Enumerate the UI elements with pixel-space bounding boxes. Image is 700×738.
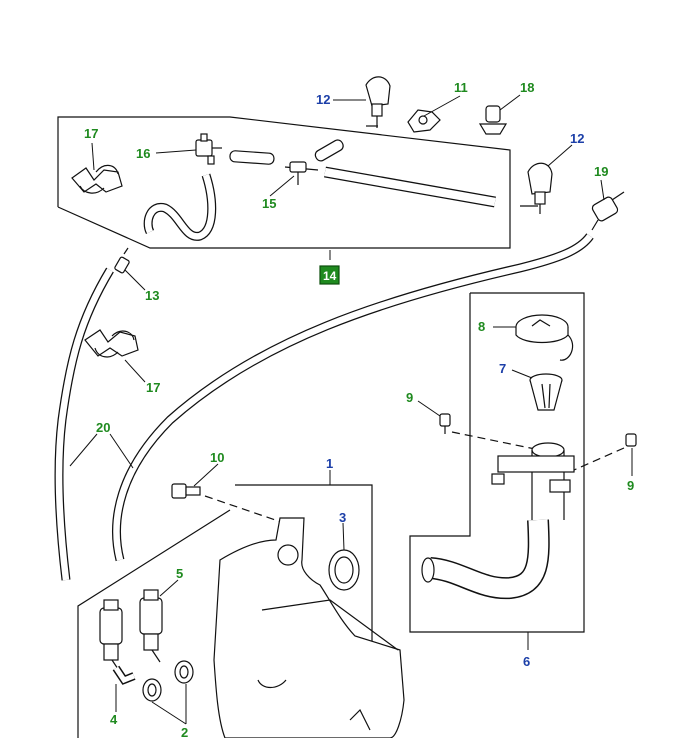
clip-17-lower [84,329,139,358]
callout-9-right: 9 [627,478,634,493]
callout-8: 8 [478,319,485,334]
callout-2: 2 [181,725,188,738]
grommet-3 [328,549,360,591]
t-connector-15 [284,161,319,185]
leader-lines [69,94,633,725]
clip-17-upper [71,164,123,194]
callout-3: 3 [339,510,346,525]
clip-11 [407,109,441,133]
group-frame-6 [409,292,585,633]
pump-5-right [139,589,163,663]
callout-13: 13 [145,288,159,303]
callout-10: 10 [210,450,224,465]
callout-5: 5 [176,566,183,581]
callout-14: 14 [323,269,337,283]
valve-16 [195,133,222,165]
callout-12-top: 12 [316,92,330,107]
check-valve-19 [591,191,625,231]
callout-18: 18 [520,80,534,95]
callout-15: 15 [262,196,276,211]
callout-12-right: 12 [570,131,584,146]
callout-1: 1 [326,456,333,471]
washer-jet-12-right [520,162,553,214]
group-frame-pumps [77,509,231,738]
strainer-7 [529,373,563,411]
callout-11: 11 [454,80,468,95]
group-frame-14 [57,116,511,249]
badge-14 [319,265,340,285]
callout-17-upper: 17 [84,126,98,141]
tube-long [324,166,496,208]
tube-short [229,150,275,165]
callout-19: 19 [594,164,608,179]
callout-16: 16 [136,146,150,161]
grommet-2-right [174,660,194,684]
washer-jet-12-top [365,76,391,128]
filler-neck-6 [421,442,575,600]
filler-cap-8 [515,314,574,361]
callout-20: 20 [96,420,110,435]
pump-5-left [99,599,123,673]
callout-9-left: 9 [406,390,413,405]
callout-4: 4 [110,712,118,727]
elbow-4 [112,665,136,685]
reservoir-1 [213,517,405,738]
connector-13 [114,256,130,274]
bolt-9-right [625,433,637,447]
callout-6: 6 [523,654,530,669]
tube-piece [314,139,344,162]
clip-18 [478,105,508,135]
callout-7: 7 [499,361,506,376]
bolt-10 [171,483,201,499]
bolt-9-left [439,413,451,434]
callout-17-lower: 17 [146,380,160,395]
grommet-2-left [142,678,162,702]
